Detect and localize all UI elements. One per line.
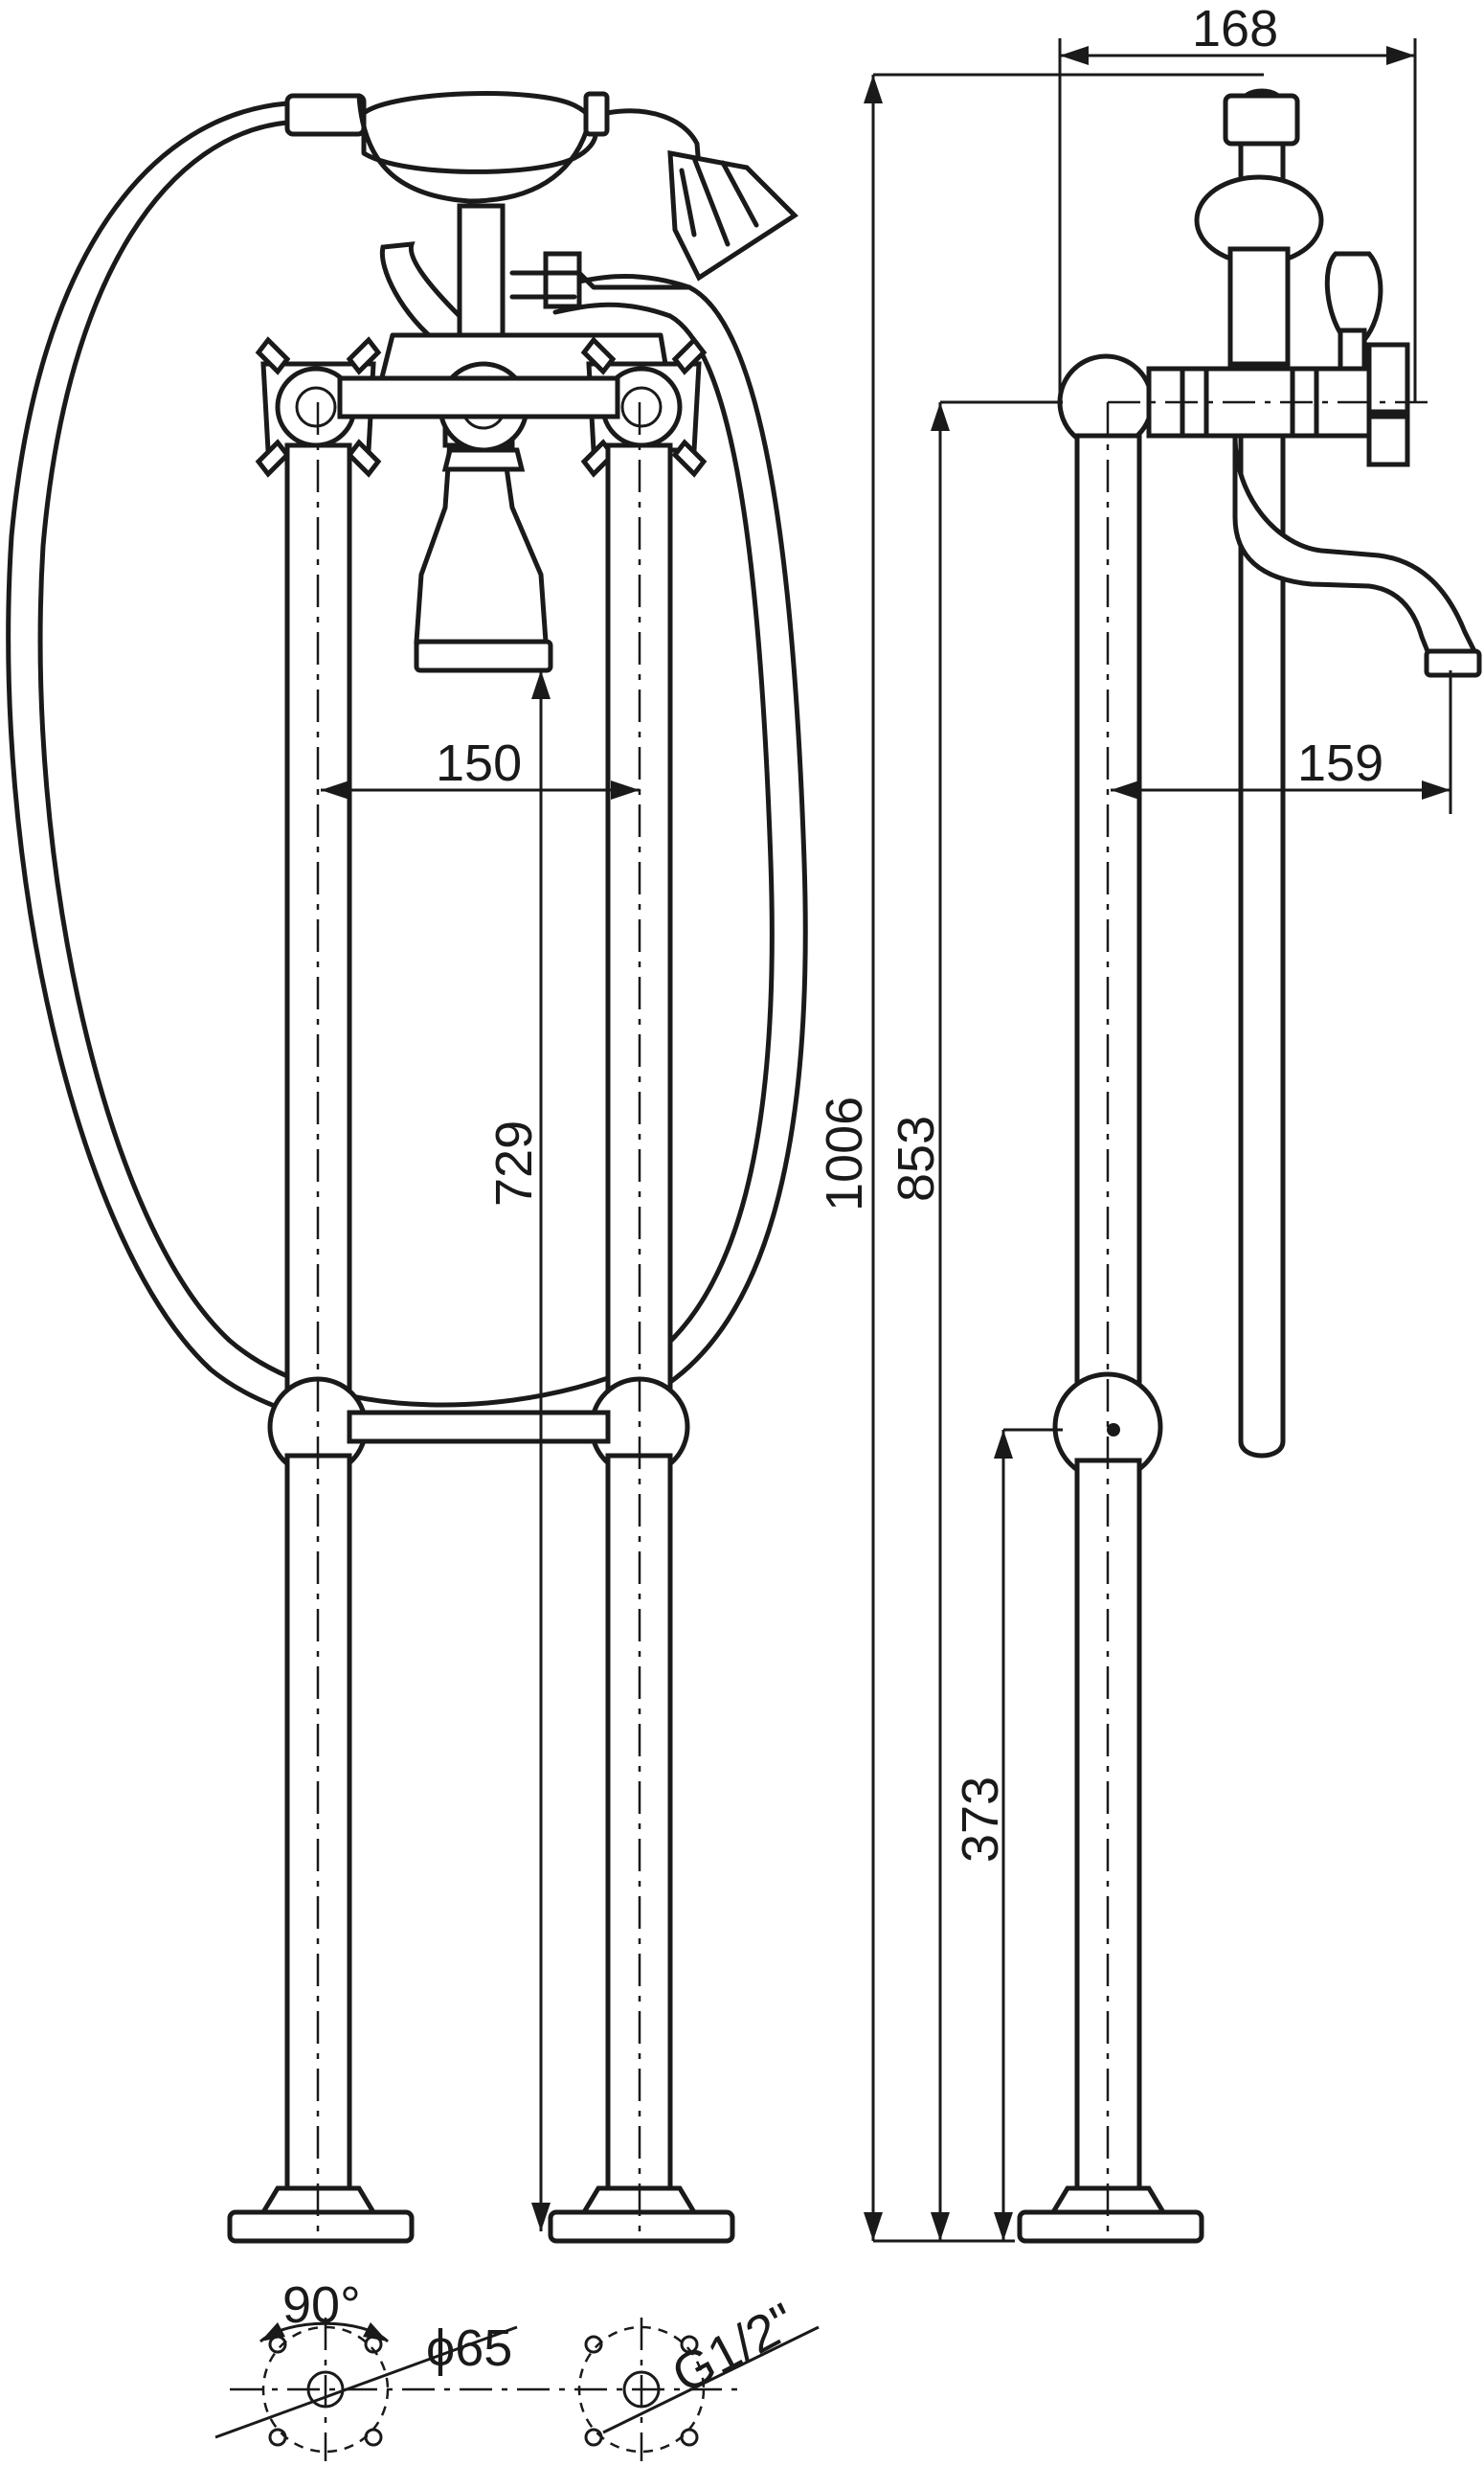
front-view: 150 729 (6, 91, 808, 2244)
dim-mixer-height: 853 (888, 400, 1063, 2241)
dim-flange-diameter-label: ϕ65 (426, 2319, 512, 2377)
right-leg (548, 402, 735, 2244)
dim-thread-size-label: G1/2" (663, 2293, 804, 2405)
dim-spout-projection-label: 159 (1297, 735, 1383, 792)
side-pillar (1017, 400, 1436, 2244)
dim-spout-height: 729 (485, 670, 551, 2231)
dim-spout-height-label: 729 (485, 1120, 543, 1207)
dim-mixer-height-label: 853 (888, 1116, 945, 1202)
dim-mounting-angle-label: 90° (282, 2276, 361, 2334)
hand-shower (284, 91, 798, 282)
dim-overall-width-label: 168 (1192, 0, 1278, 57)
dim-spout-projection: 159 (1111, 670, 1452, 814)
dim-support-height: 373 (952, 1428, 1063, 2241)
shower-hose-inner (37, 120, 775, 1408)
dim-support-height-label: 373 (952, 1776, 1009, 1863)
side-mixer (1057, 251, 1482, 678)
dim-inlet-spacing-label: 150 (436, 735, 522, 792)
flange-plan-view: 90° ϕ65 G1/2" (214, 2276, 820, 2461)
dim-inlet-spacing: 150 (321, 735, 640, 800)
left-leg (227, 402, 415, 2244)
dim-total-height-label: 1006 (816, 1097, 873, 1211)
dim-total-height: 1006 (816, 73, 1264, 2243)
side-view: 168 159 1006 853 (816, 0, 1482, 2244)
dim-overall-width: 168 (1058, 0, 1417, 402)
